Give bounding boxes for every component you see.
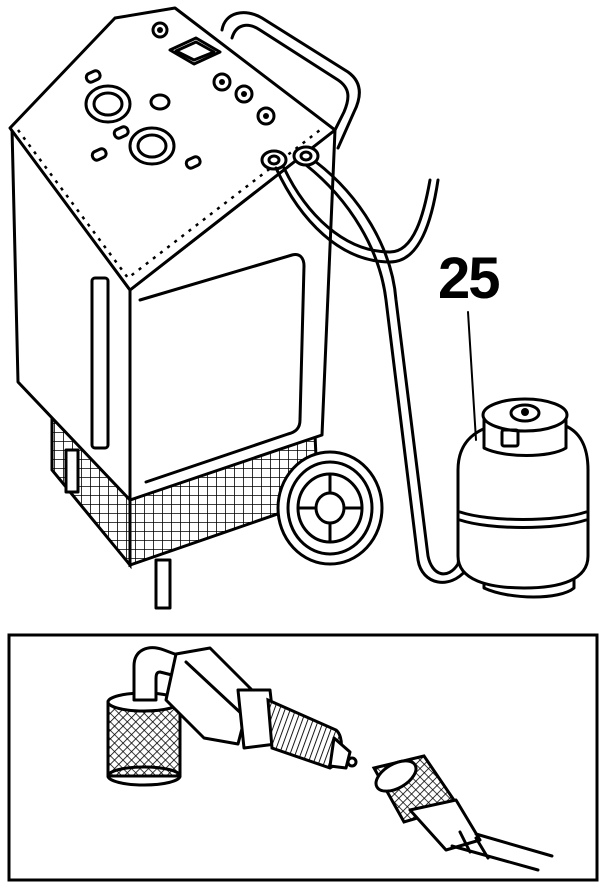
callout-leader: [467, 311, 477, 441]
gauge-icon: [84, 84, 132, 124]
callout-label: 25: [438, 246, 500, 311]
display-icon: [168, 36, 222, 66]
fitting-detail-inset: [7, 633, 599, 882]
service-port-icon: [292, 145, 320, 167]
refrigerant-tank: [456, 397, 590, 599]
recovery-station: [8, 6, 384, 610]
gauge-icon: [128, 126, 176, 166]
service-hoses: [274, 160, 490, 584]
wheel-icon: [276, 450, 384, 566]
service-port-icon: [260, 149, 288, 171]
